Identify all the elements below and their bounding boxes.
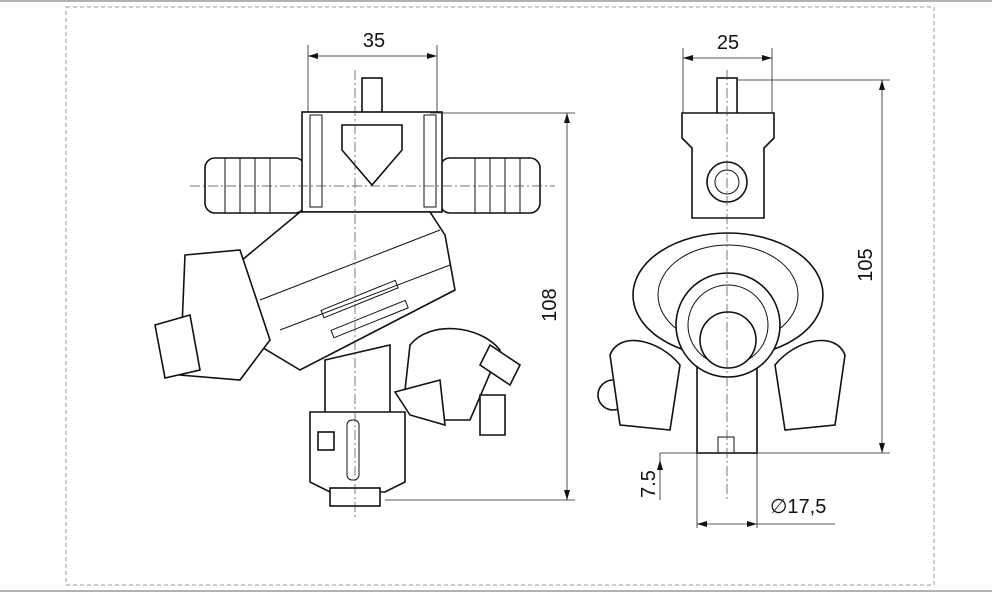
diameter-label: ∅17,5 — [770, 496, 826, 518]
offset-dimension — [657, 453, 663, 500]
side-height-label: 105 — [855, 248, 877, 281]
side-width-dimension — [682, 48, 773, 113]
front-height-label: 108 — [539, 288, 561, 321]
side-width-label: 25 — [717, 32, 739, 54]
offset-label: 7.5 — [638, 470, 660, 498]
front-height-dimension — [385, 112, 575, 501]
side-height-dimension — [660, 79, 890, 454]
drawing-frame — [65, 6, 935, 586]
side-view — [597, 70, 846, 500]
front-width-dimension — [307, 45, 438, 112]
front-view — [154, 70, 555, 520]
diameter-dimension — [696, 453, 835, 528]
front-width-label: 35 — [363, 30, 385, 52]
